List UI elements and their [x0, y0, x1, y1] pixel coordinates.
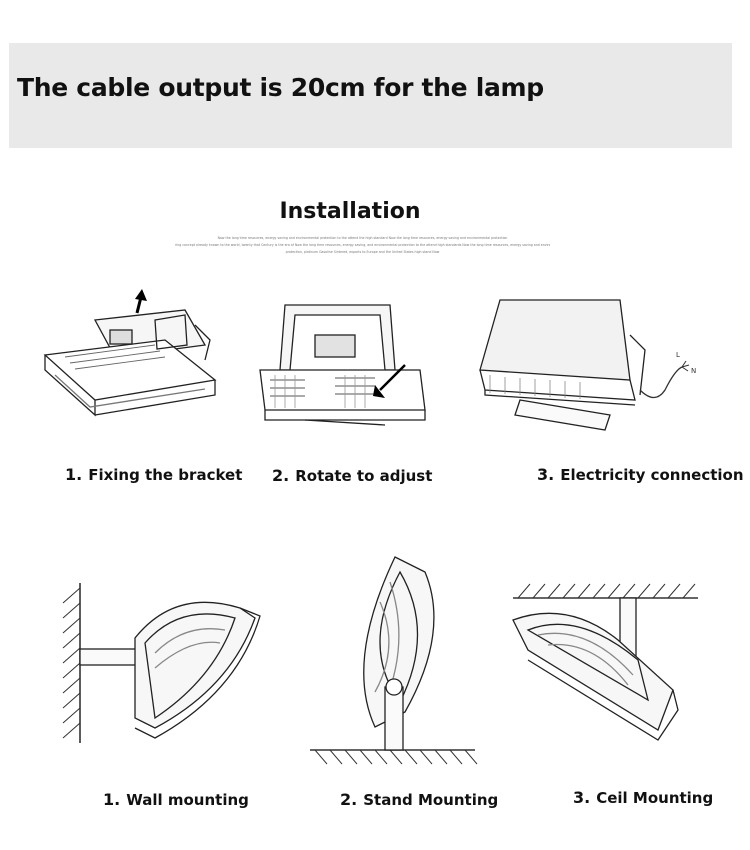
- arrow-up-icon: [135, 289, 147, 314]
- step-number: 3.: [537, 465, 555, 484]
- wire-label-l: L: [676, 351, 680, 359]
- rotate-adjust-illustration: [259, 304, 426, 426]
- step-label: Rotate to adjust: [295, 467, 433, 485]
- step-fixing-bracket: 1. Fixing the bracket: [65, 465, 242, 484]
- step-rotate-adjust: 2. Rotate to adjust: [272, 466, 432, 485]
- mounting-number: 3.: [573, 788, 591, 807]
- fixing-bracket-illustration: [43, 289, 217, 417]
- mounting-number: 2.: [340, 790, 358, 809]
- step-label: Fixing the bracket: [88, 466, 243, 484]
- mounting-number: 1.: [103, 790, 121, 809]
- step-electricity-connection: 3. Electricity connection: [537, 465, 744, 484]
- banner-text: The cable output is 20cm for the lamp: [17, 73, 544, 102]
- ceiling-mounting-illustration: [512, 583, 698, 741]
- mounting-ceiling: 3. Ceil Mounting: [573, 788, 713, 807]
- step-number: 2.: [272, 466, 290, 485]
- mounting-stand: 2. Stand Mounting: [340, 790, 498, 809]
- rotate-arrow-icon: [373, 364, 406, 398]
- wire-label-n: N: [691, 367, 696, 375]
- mounting-label: Wall mounting: [126, 791, 249, 809]
- cable-icon: [639, 360, 690, 399]
- mounting-label: Stand Mounting: [363, 791, 499, 809]
- stand-mounting-illustration: [310, 556, 478, 765]
- fine-print-line-2: ring concept already known to the world,…: [175, 243, 550, 247]
- fine-print-line-1: Now the long time resources, energy savi…: [217, 236, 508, 240]
- wall-mounting-illustration: [62, 583, 261, 743]
- electricity-connection-illustration: L N: [479, 299, 696, 431]
- step-number: 1.: [65, 465, 83, 484]
- mounting-wall: 1. Wall mounting: [103, 790, 249, 809]
- installation-title: Installation: [279, 199, 421, 224]
- step-label: Electricity connection: [560, 466, 744, 484]
- mounting-label: Ceil Mounting: [596, 789, 714, 807]
- fine-print-line-3: protection, platinum Gasoline Sintered, …: [285, 250, 440, 254]
- info-banner: The cable output is 20cm for the lamp: [9, 43, 732, 148]
